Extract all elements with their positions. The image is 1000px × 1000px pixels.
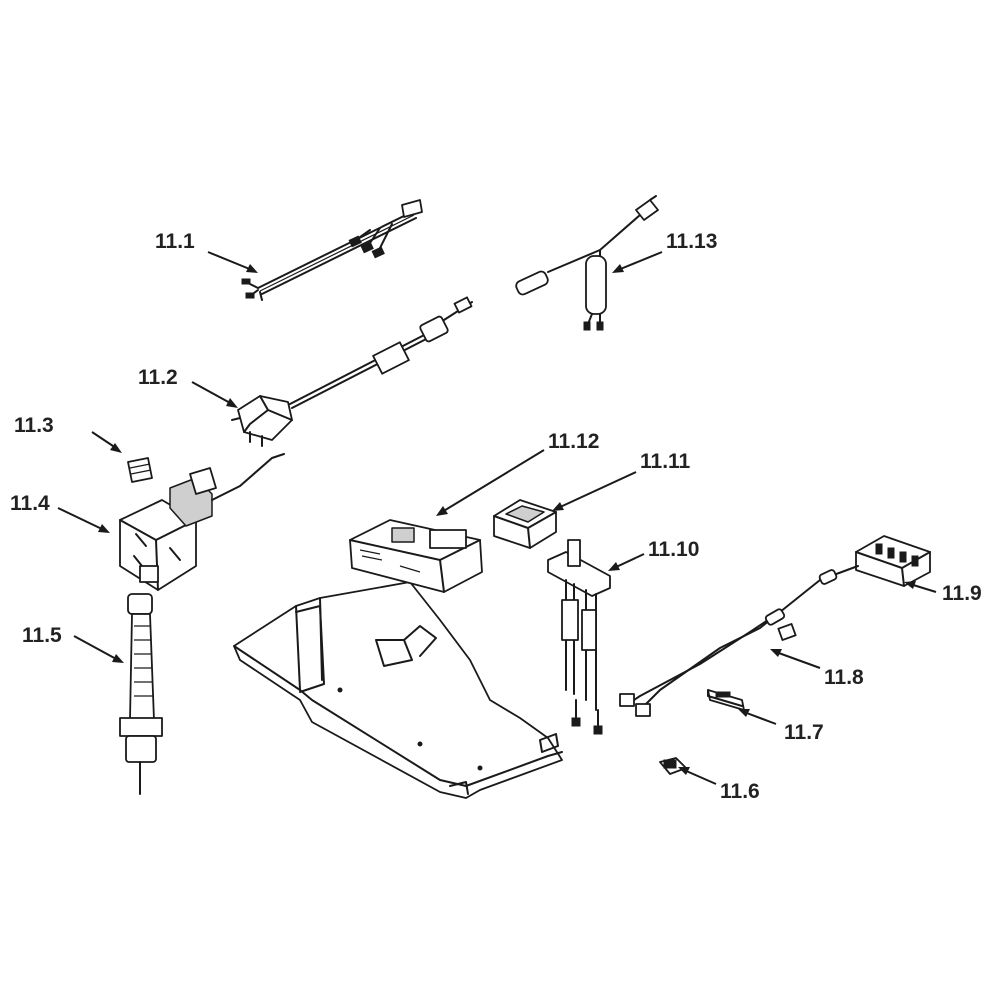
callout-11-2: 11.2 <box>138 366 178 389</box>
part-11-10-electrode-assembly <box>547 539 611 735</box>
part-11-1-wiring-harness <box>241 199 423 301</box>
callout-11-5: 11.5 <box>22 624 62 647</box>
base-plate <box>233 581 563 799</box>
part-11-12-control-board <box>349 519 483 593</box>
callout-11-3: 11.3 <box>14 414 54 437</box>
callout-11-12: 11.12 <box>548 430 599 453</box>
callout-labels: 11.1 11.2 11.3 11.4 11.5 11.6 11.7 11.8 … <box>10 230 982 803</box>
callout-11-1: 11.1 <box>155 230 195 253</box>
callout-11-10: 11.10 <box>648 538 699 561</box>
callout-11-9: 11.9 <box>942 582 982 605</box>
callout-11-7: 11.7 <box>784 721 824 744</box>
callout-11-11: 11.11 <box>640 450 691 473</box>
callout-arrows <box>57 251 937 785</box>
part-11-6-switch <box>659 757 687 775</box>
part-11-9-connector-block <box>855 535 931 587</box>
callout-11-4: 11.4 <box>10 492 50 515</box>
callout-11-6: 11.6 <box>720 780 760 803</box>
callout-11-13: 11.13 <box>666 230 717 253</box>
part-11-13-y-harness <box>515 195 659 331</box>
part-11-8-wire-harness <box>619 565 859 717</box>
part-11-11-relay-module <box>493 499 557 549</box>
part-11-5-pilot-tube <box>119 593 163 795</box>
part-11-2-igniter-transformer <box>231 296 473 447</box>
callout-11-8: 11.8 <box>824 666 864 689</box>
part-11-4-gas-valve <box>119 453 285 591</box>
part-11-3-fitting <box>127 457 153 483</box>
part-11-7-connector <box>707 689 745 711</box>
